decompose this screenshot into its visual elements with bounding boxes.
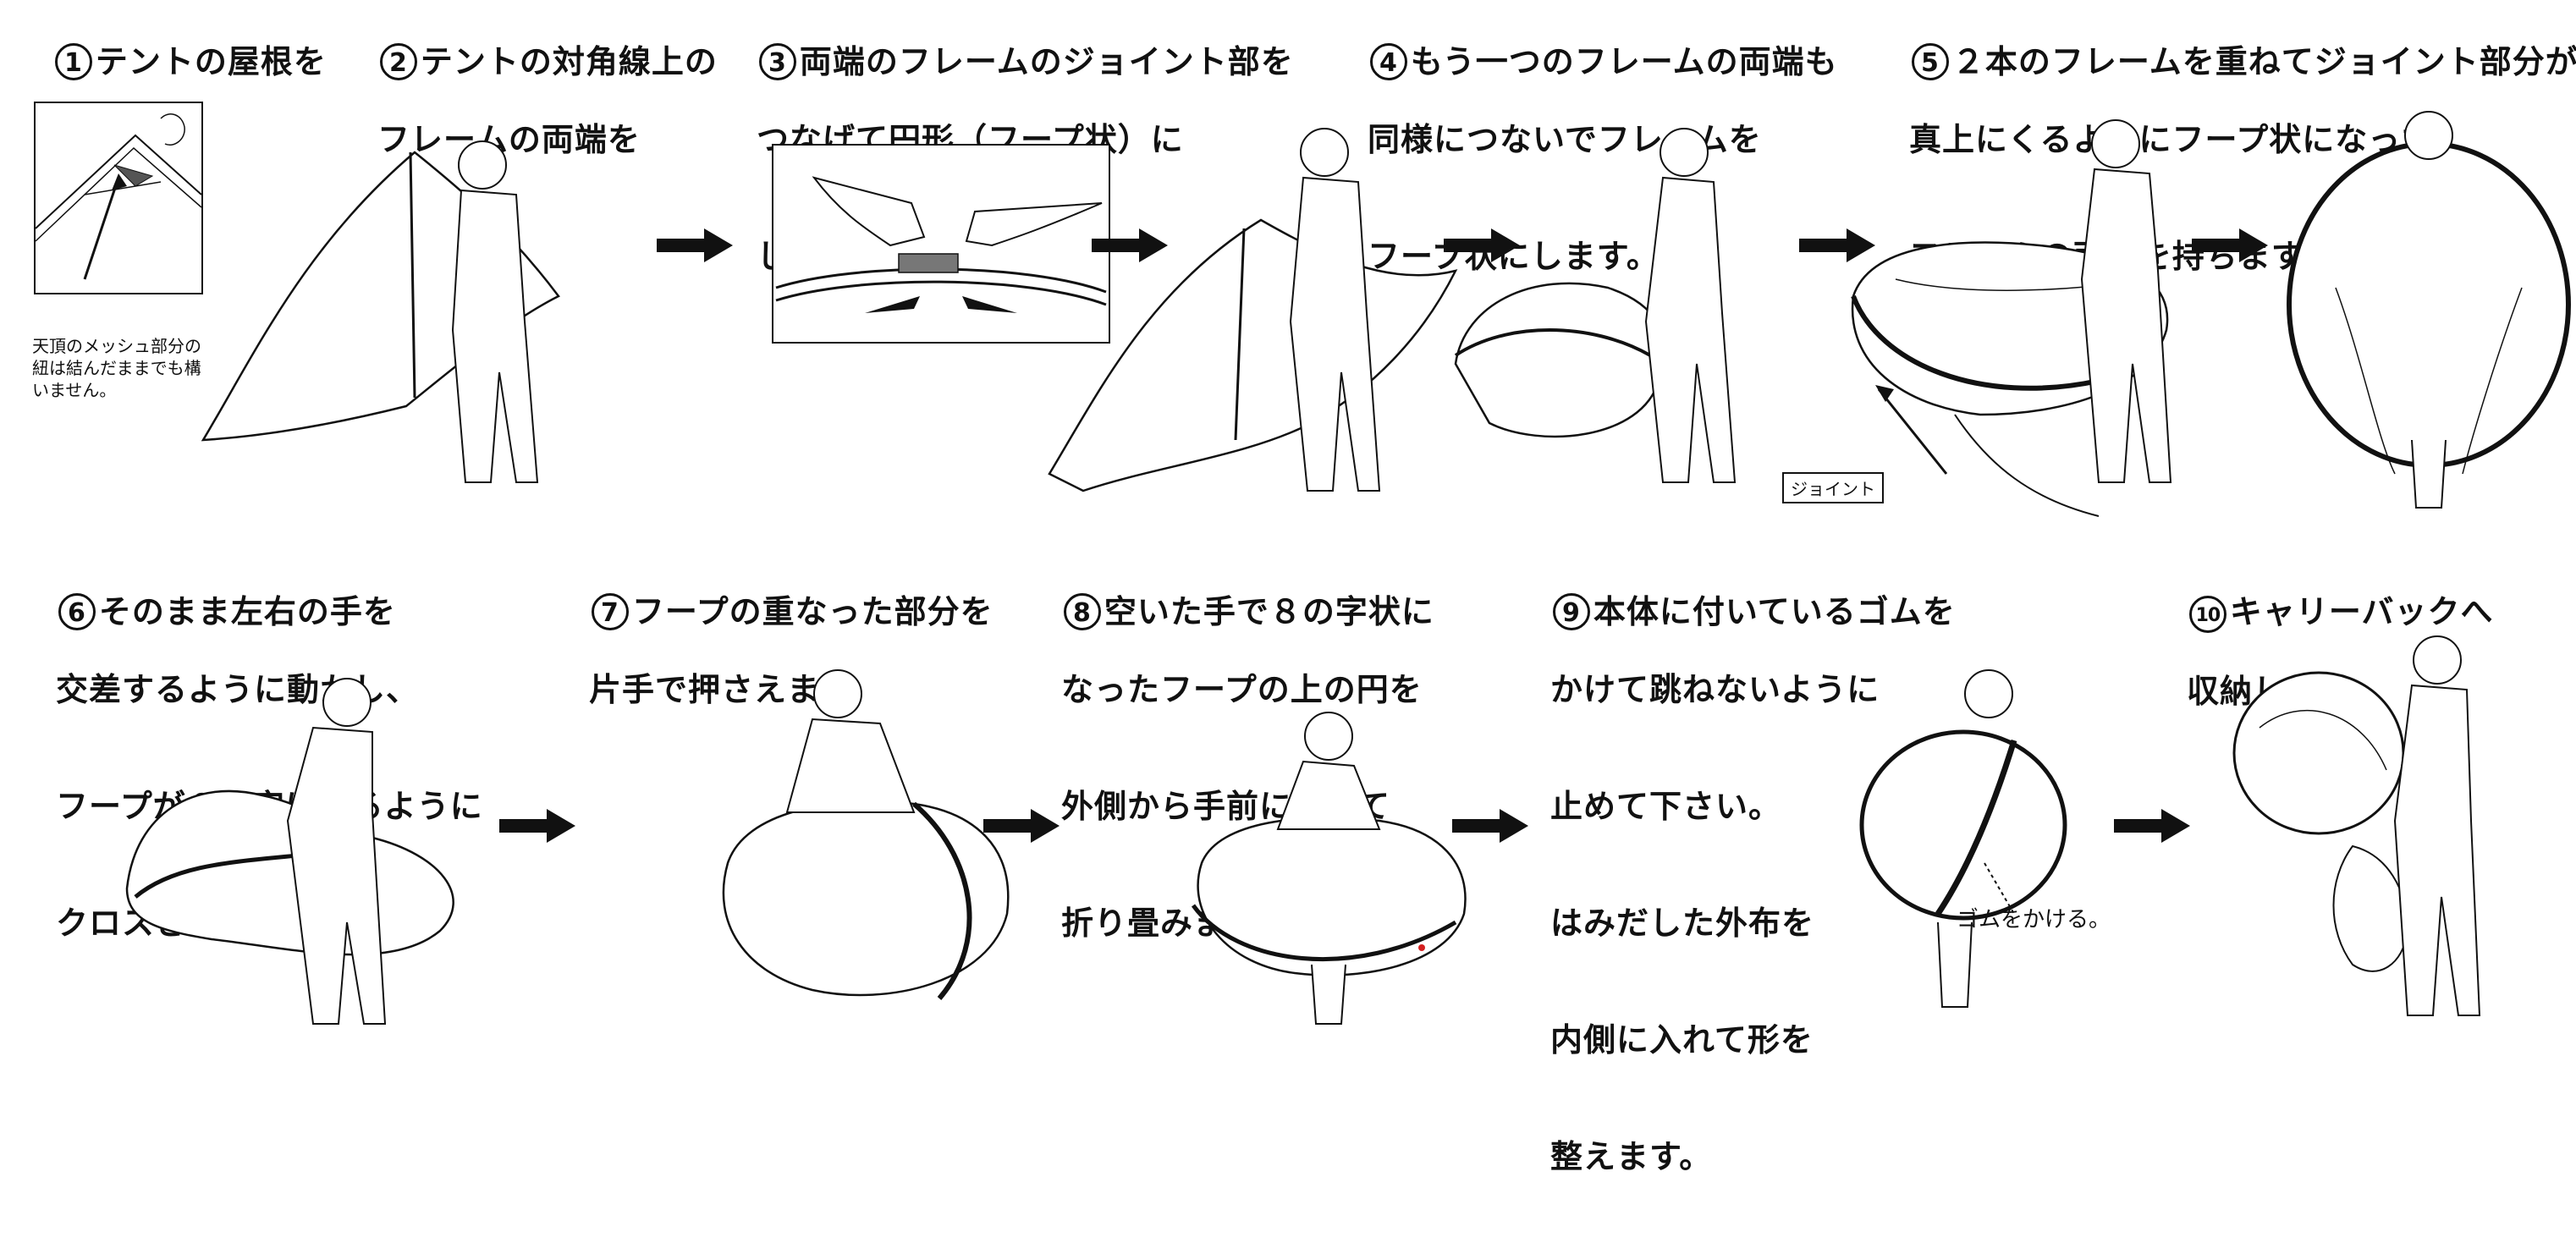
step-number-badge: 1 bbox=[54, 43, 92, 80]
step-number-badge: 9 bbox=[1552, 593, 1590, 630]
step-10-carry-bag-illustration bbox=[2232, 635, 2481, 1016]
step-2-person-holding-tent-illustration bbox=[201, 140, 560, 483]
arrow-right-icon bbox=[499, 809, 575, 843]
arrow-right-icon bbox=[657, 228, 733, 262]
arrow-right-icon bbox=[1444, 228, 1520, 262]
mesh-note: 天頂のメッシュ部分の 紐は結んだままでも構 いません。 bbox=[32, 336, 201, 400]
step-4-person-holding-frame-illustration bbox=[1048, 128, 1458, 492]
step-3-joint-detail-illustration bbox=[772, 144, 1110, 344]
joint-label: ジョイント bbox=[1782, 472, 1884, 503]
step-number-badge: 2 bbox=[379, 43, 417, 80]
arrow-right-icon bbox=[983, 809, 1060, 843]
step-4-frame-looped-illustration bbox=[1454, 128, 1737, 483]
arrow-right-icon bbox=[1799, 228, 1875, 262]
arrow-right-icon bbox=[2114, 809, 2190, 843]
step-number-badge: 5 bbox=[1911, 43, 1949, 80]
arrow-right-icon bbox=[2192, 228, 2268, 262]
step-6-crossing-hoops-illustration bbox=[125, 678, 454, 1025]
step-number-badge: 3 bbox=[758, 43, 796, 80]
step-number-badge: 6 bbox=[58, 593, 96, 630]
step-7-pressing-overlap-illustration bbox=[722, 669, 1010, 1000]
rubber-band-label: ゴムをかける。 bbox=[1957, 907, 2111, 932]
step-1-roof-detail-illustration bbox=[34, 102, 203, 294]
step-number-badge: 7 bbox=[591, 593, 629, 630]
step-5-hoop-raised-illustration bbox=[2287, 111, 2571, 509]
step-5-stacked-frames-illustration bbox=[1851, 119, 2172, 517]
step-number-badge: 10 bbox=[2188, 596, 2226, 633]
step-8-folding-illustration bbox=[1191, 712, 1467, 1025]
arrow-right-icon bbox=[1092, 228, 1168, 262]
step-number-badge: 8 bbox=[1063, 593, 1101, 630]
step-number-badge: 4 bbox=[1369, 43, 1407, 80]
step-9-rubber-band-illustration bbox=[1859, 669, 2067, 1008]
arrow-right-icon bbox=[1452, 809, 1528, 843]
